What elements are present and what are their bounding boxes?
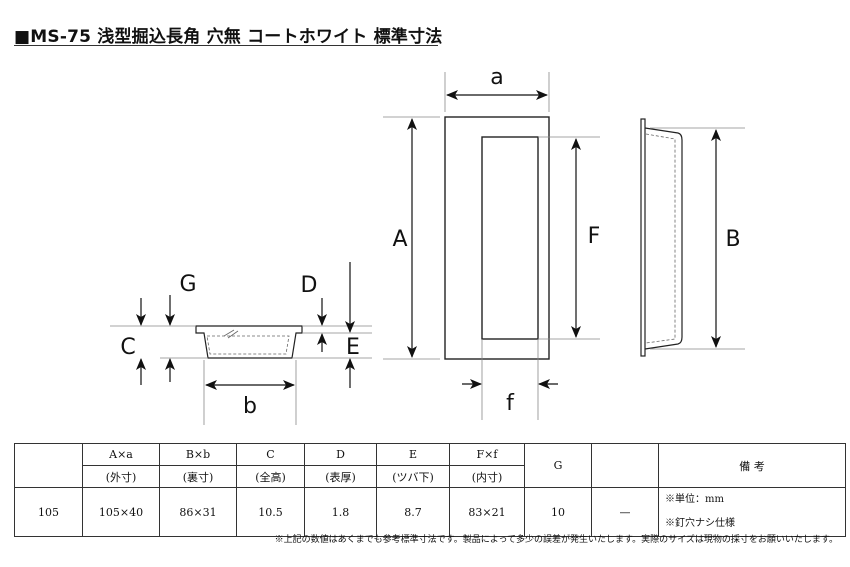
header-bottom-4: (表厚) [304,465,377,488]
label-D: D [301,273,318,298]
label-B: B [725,227,740,252]
page-title: ■MS-75 浅型掘込長角 穴無 コートホワイト 標準寸法 [14,27,443,47]
front-view: a A F f [383,65,600,420]
title-underline [14,45,438,46]
header-cell-0 [14,443,83,488]
note-unit: ※単位：mm [665,494,724,505]
dimension-drawing: a A F f B [110,65,745,425]
cell-size: 105 [14,487,83,537]
side-flange [640,118,646,357]
label-f: f [506,391,515,416]
header-bottom-2: (裏寸) [159,465,237,488]
header-top-5: E [376,443,450,466]
label-F: F [588,224,601,249]
cell-dash: — [591,487,659,537]
cell-E: 8.7 [376,487,450,537]
front-inner-rect [481,136,539,340]
cell-G: 10 [524,487,592,537]
spec-table: A×a B×b C D E F×f G 備 考 (外寸) (裏寸) (全高) (… [14,443,846,537]
header-top-3: C [236,443,305,466]
header-bottom-5: (ツバ下) [376,465,450,488]
cell-D: 1.8 [304,487,377,537]
footnote: ※上記の数値はあくまでも参考標準寸法です。製品によって多少の誤差が発生いたします… [274,535,838,545]
cell-F: 83×21 [449,487,525,537]
header-top-1: A×a [82,443,160,466]
header-top-6: F×f [449,443,525,466]
side-body [644,127,683,350]
label-E: E [346,335,360,360]
header-top-4: D [304,443,377,466]
note-nail: ※釘穴ナシ仕様 [665,518,735,529]
label-G: G [179,272,196,297]
header-top-2: B×b [159,443,237,466]
section-view: G D C E b [110,262,372,425]
header-bottom-3: (全高) [236,465,305,488]
header-notes: 備 考 [658,443,846,488]
label-a: a [490,65,503,90]
header-blank [591,443,659,488]
label-b: b [243,394,257,419]
side-view: B [640,118,745,357]
label-C: C [120,335,135,360]
label-A: A [392,227,407,252]
cell-notes: ※単位：mm ※釘穴ナシ仕様 [658,487,846,537]
header-g: G [524,443,592,488]
cell-A: 105×40 [82,487,160,537]
section-profile [195,325,303,359]
cell-C: 10.5 [236,487,305,537]
header-bottom-6: (内寸) [449,465,525,488]
front-outer-rect [444,116,550,360]
header-bottom-1: (外寸) [82,465,160,488]
cell-B: 86×31 [159,487,237,537]
